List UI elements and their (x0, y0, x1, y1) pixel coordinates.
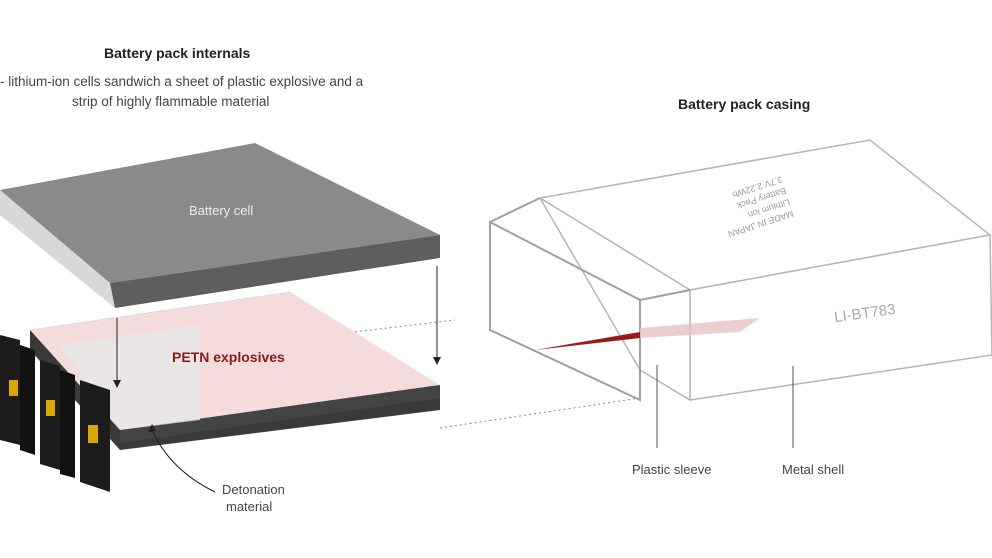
detonation-label-1: Detonation (222, 482, 285, 497)
plastic-sleeve (489, 197, 691, 402)
internals-subtitle-2: strip of highly flammable material (72, 94, 270, 109)
metal-shell-label: Metal shell (782, 462, 845, 477)
explosive-layer (30, 292, 440, 450)
casing-title: Battery pack casing (678, 96, 811, 112)
detonation-label-2: material (226, 499, 273, 514)
metal-shell (537, 139, 992, 402)
plastic-sleeve-label: Plastic sleeve (632, 462, 712, 477)
internals-subtitle-1: - lithium-ion cells sandwich a sheet of … (0, 74, 364, 89)
petn-label: PETN explosives (172, 349, 285, 365)
battery-cell-label: Battery cell (189, 203, 254, 218)
battery-tabs (0, 335, 110, 492)
battery-cell (0, 143, 440, 308)
internals-title: Battery pack internals (104, 45, 251, 61)
